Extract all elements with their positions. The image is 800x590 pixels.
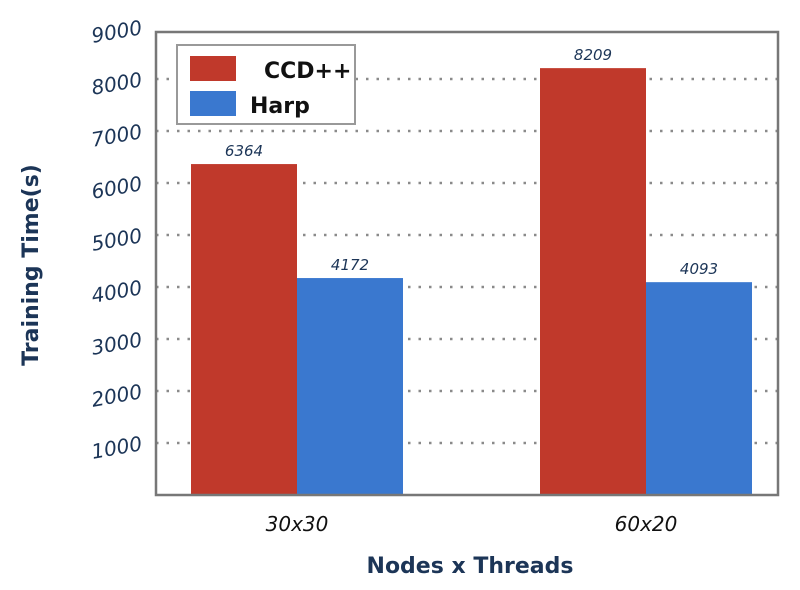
data-label: 4172 xyxy=(331,256,369,274)
y-tick-label: 7000 xyxy=(90,119,144,151)
x-tick-label: 30x30 xyxy=(266,512,329,536)
x-tick-labels: 30x30 60x20 xyxy=(266,512,678,536)
data-label: 8209 xyxy=(574,46,612,64)
bar-ccd-60x20 xyxy=(540,68,646,495)
legend: CCD++ Harp xyxy=(176,44,356,125)
y-axis-label: Training Time(s) xyxy=(19,164,44,366)
data-labels: 6364 4172 8209 4093 xyxy=(225,46,718,278)
y-tick-label: 4000 xyxy=(90,275,144,307)
plot-frame xyxy=(154,30,780,497)
y-tick-labels: 1000 2000 3000 4000 5000 6000 7000 8000 9000 xyxy=(90,15,144,463)
x-tick-label: 60x20 xyxy=(615,512,678,536)
y-tick-label: 5000 xyxy=(90,223,144,255)
data-label: 6364 xyxy=(225,142,263,160)
x-axis-label: Nodes x Threads xyxy=(367,554,574,579)
legend-swatch-harp xyxy=(190,91,236,116)
bar-harp-30x30 xyxy=(297,278,403,495)
y-tick-label: 1000 xyxy=(90,431,144,463)
y-tick-label: 2000 xyxy=(90,379,144,411)
y-tick-label: 9000 xyxy=(90,15,144,47)
y-tick-label: 6000 xyxy=(90,171,144,203)
y-tick-label: 3000 xyxy=(90,327,144,359)
legend-swatch-ccd xyxy=(190,56,236,81)
y-tick-label: 8000 xyxy=(90,67,144,99)
data-label: 4093 xyxy=(680,260,718,278)
bars xyxy=(191,68,752,495)
bar-harp-60x20 xyxy=(646,282,752,495)
legend-label-ccd: CCD++ xyxy=(264,59,351,84)
legend-label-harp: Harp xyxy=(250,94,310,119)
bar-ccd-30x30 xyxy=(191,164,297,495)
